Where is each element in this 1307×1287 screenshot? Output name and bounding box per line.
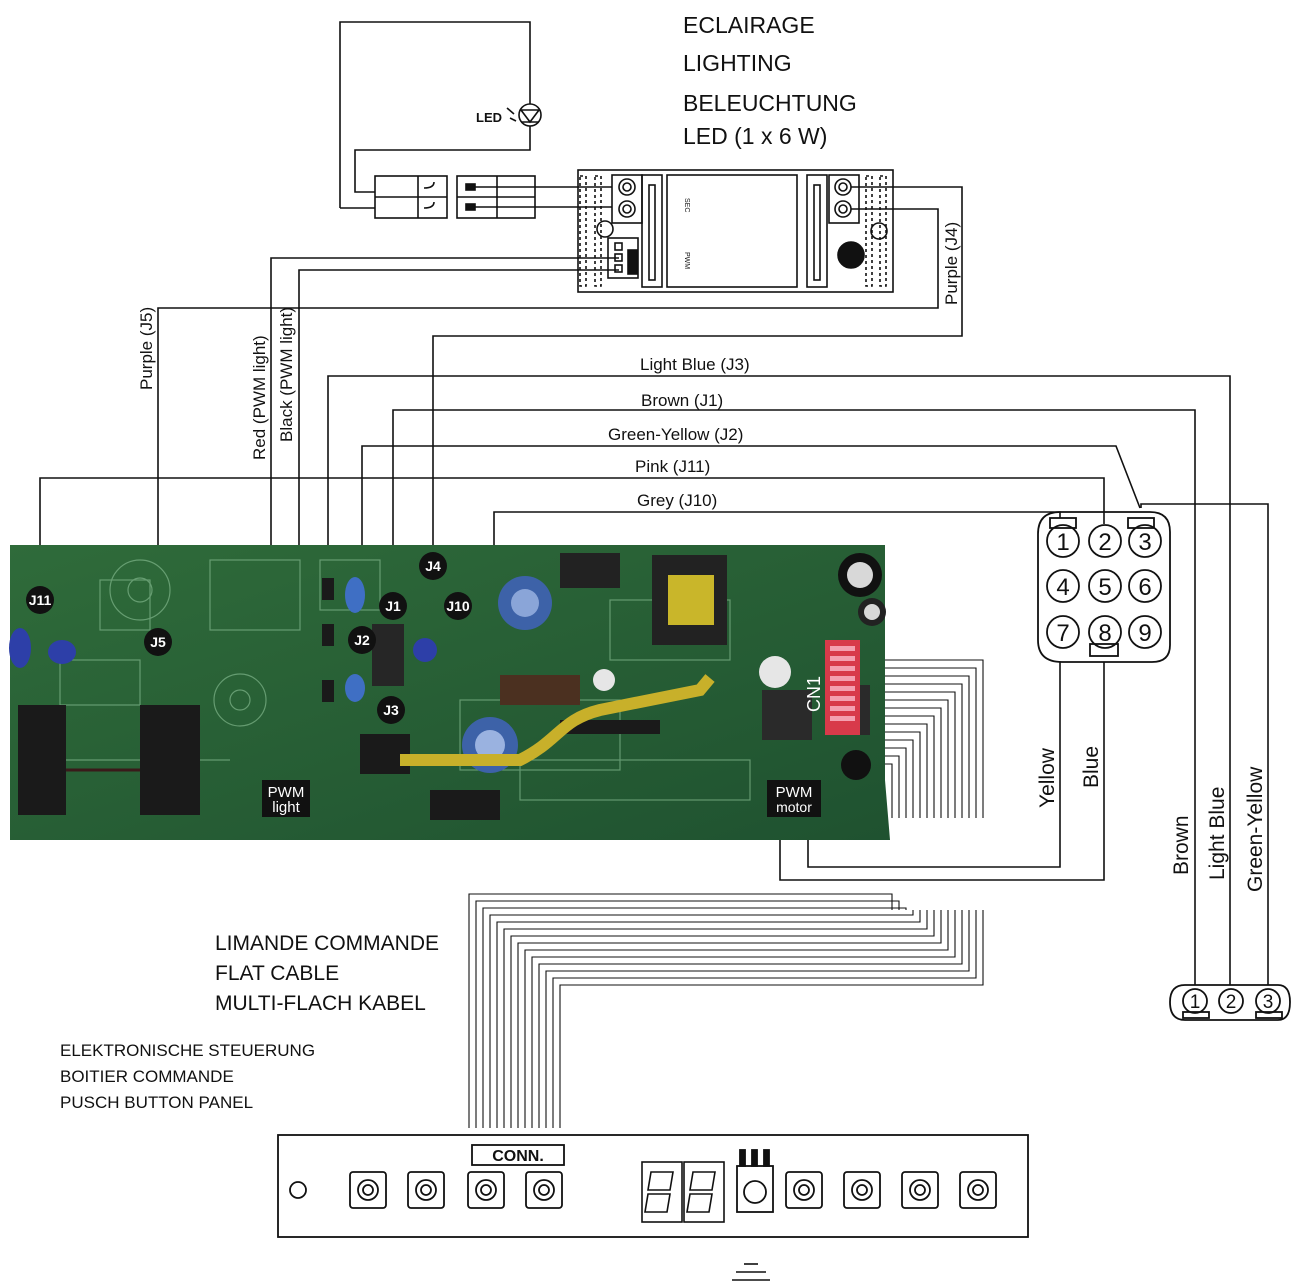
wire-label-light-blue-j3: Light Blue (J3): [640, 355, 750, 374]
wire-label-red-pwm: Red (PWM light): [250, 335, 269, 460]
led-symbol-label: LED: [476, 110, 502, 125]
svg-text:1: 1: [1056, 529, 1069, 556]
wire-label-grey-j10: Grey (J10): [637, 491, 717, 510]
lighting-title-en: LIGHTING: [683, 50, 792, 76]
svg-text:motor: motor: [776, 799, 812, 815]
control-title-de: ELEKTRONISCHE STEUERUNG: [60, 1041, 315, 1060]
led-driver: [577, 169, 894, 293]
driver-sec-label: SEC: [683, 198, 690, 212]
board-badges: J11 J5 J4 J1 J10 J2 J3: [26, 552, 472, 724]
control-title-fr: BOITIER COMMANDE: [60, 1067, 234, 1086]
lighting-title-led: LED (1 x 6 W): [683, 123, 827, 149]
svg-text:light: light: [272, 799, 300, 816]
wire-label-brown-j1: Brown (J1): [641, 391, 723, 410]
led-plug-male: [456, 175, 612, 219]
pwm-motor-tag: PWM motor: [767, 780, 821, 817]
svg-text:PWM: PWM: [268, 784, 305, 801]
wire-label-black-pwm: Black (PWM light): [277, 307, 296, 442]
badge-j1: J1: [385, 598, 401, 614]
svg-text:7: 7: [1056, 620, 1069, 647]
connector-9-pin: [1037, 511, 1171, 663]
panel-button-7[interactable]: [901, 1171, 939, 1209]
badge-j2: J2: [354, 632, 370, 648]
wire-label-yellow: Yellow: [1036, 747, 1059, 808]
push-button-panel: [277, 1134, 1029, 1238]
svg-text:5: 5: [1098, 574, 1111, 601]
badge-j3: J3: [383, 702, 399, 718]
panel-button-2[interactable]: [407, 1171, 445, 1209]
wire-label-blue: Blue: [1080, 746, 1103, 788]
control-title-en: PUSCH BUTTON PANEL: [60, 1093, 253, 1112]
lighting-title-de: BELEUCHTUNG: [683, 90, 857, 116]
panel-button-8[interactable]: [959, 1171, 997, 1209]
svg-text:2: 2: [1098, 529, 1111, 556]
pwm-light-tag: PWM light: [262, 780, 310, 817]
wire-label-purple-j4: Purple (J4): [942, 222, 961, 305]
svg-text:4: 4: [1056, 574, 1069, 601]
svg-text:1: 1: [1190, 992, 1201, 1013]
cn1-label: CN1: [804, 676, 824, 712]
connector-9-pin-numbers: 1 2 3 4 5 6 7 8 9: [1056, 529, 1151, 647]
svg-text:PWM: PWM: [776, 784, 813, 801]
seven-segment-display: [641, 1161, 725, 1223]
wire-label-green-yellow: Green-Yellow: [1244, 766, 1267, 892]
badge-j11: J11: [29, 592, 52, 608]
wire-label-light-blue: Light Blue: [1206, 787, 1229, 880]
wire-label-green-yellow-j2: Green-Yellow (J2): [608, 425, 743, 444]
badge-j5: J5: [150, 634, 166, 650]
potentiometer-icon: [736, 1149, 774, 1213]
panel-button-3[interactable]: [467, 1171, 505, 1209]
ground-icon: [732, 1263, 770, 1281]
svg-text:8: 8: [1098, 620, 1111, 647]
led-plug-female: [340, 175, 448, 219]
wires: [39, 186, 1269, 985]
connector-3-pin-numbers: 1 2 3: [1190, 992, 1274, 1013]
flat-cable-title-en: FLAT CABLE: [215, 962, 339, 985]
led-loop: [339, 21, 531, 208]
flat-cable-title-de: MULTI-FLACH KABEL: [215, 992, 426, 1015]
panel-conn-label: CONN.: [492, 1148, 544, 1165]
control-board: CN1: [9, 545, 890, 840]
flat-cable: [468, 659, 984, 1128]
lighting-title-fr: ECLAIRAGE: [683, 12, 815, 38]
svg-text:2: 2: [1226, 992, 1237, 1013]
wire-label-pink-j11: Pink (J11): [635, 457, 710, 476]
panel-button-4[interactable]: [525, 1171, 563, 1209]
badge-j4: J4: [425, 558, 441, 574]
driver-pwm-label: PWM: [683, 252, 690, 269]
svg-text:3: 3: [1263, 992, 1274, 1013]
panel-button-1[interactable]: [349, 1171, 387, 1209]
panel-button-6[interactable]: [843, 1171, 881, 1209]
svg-text:3: 3: [1138, 529, 1151, 556]
wire-label-brown: Brown: [1170, 815, 1193, 875]
flat-cable-title-fr: LIMANDE COMMANDE: [215, 932, 439, 955]
svg-text:6: 6: [1138, 574, 1151, 601]
panel-button-5[interactable]: [785, 1171, 823, 1209]
connector-3-pin: [1169, 984, 1291, 1021]
led-icon: [506, 103, 542, 127]
badge-j10: J10: [446, 598, 470, 614]
panel-buttons-left: [349, 1171, 563, 1209]
svg-text:9: 9: [1138, 620, 1151, 647]
panel-buttons-right: [785, 1171, 997, 1209]
wire-label-purple-j5: Purple (J5): [137, 307, 156, 390]
